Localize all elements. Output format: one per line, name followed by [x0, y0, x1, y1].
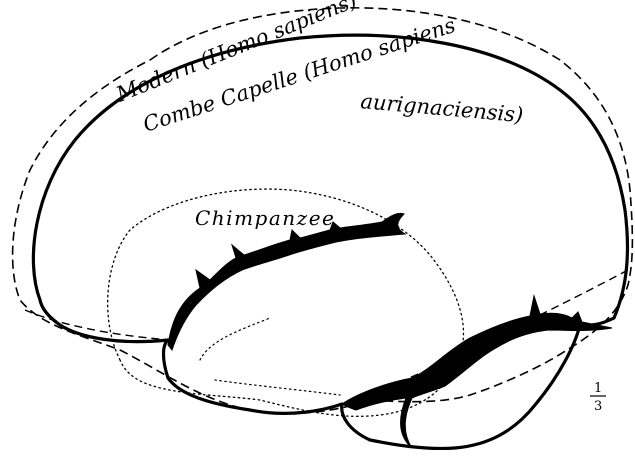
- sylvian-fissure: [168, 213, 405, 350]
- combe-label-line2-group: aurignaciensis): [360, 89, 525, 127]
- temporal-fissure: [342, 296, 612, 448]
- chimpanzee-inner-sulcus-dotted: [200, 318, 340, 395]
- scale-denominator: 3: [594, 399, 602, 414]
- scale-numerator: 1: [594, 381, 602, 396]
- modern-lower-dashed-line: [25, 270, 628, 400]
- scale-fraction: 1 3: [590, 381, 606, 414]
- chimpanzee-label: Chimpanzee: [195, 206, 335, 230]
- combe-capelle-label-line2: aurignaciensis): [360, 89, 525, 127]
